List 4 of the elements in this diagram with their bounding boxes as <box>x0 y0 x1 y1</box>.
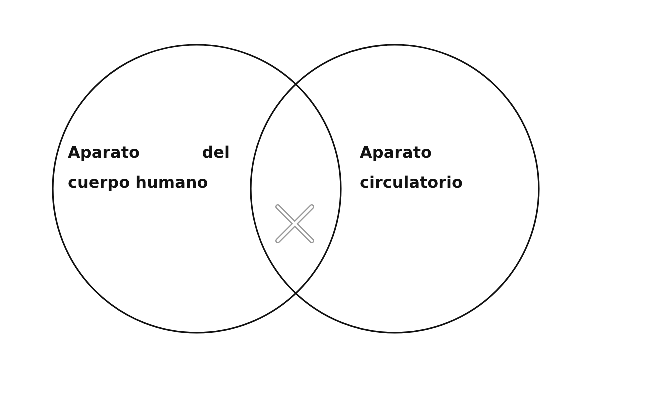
venn-circle <box>250 44 540 334</box>
venn-circle <box>52 44 342 334</box>
circle-label: Aparato circulatorio <box>360 142 464 194</box>
circle-label: Aparato del cuerpo humano <box>68 142 230 194</box>
